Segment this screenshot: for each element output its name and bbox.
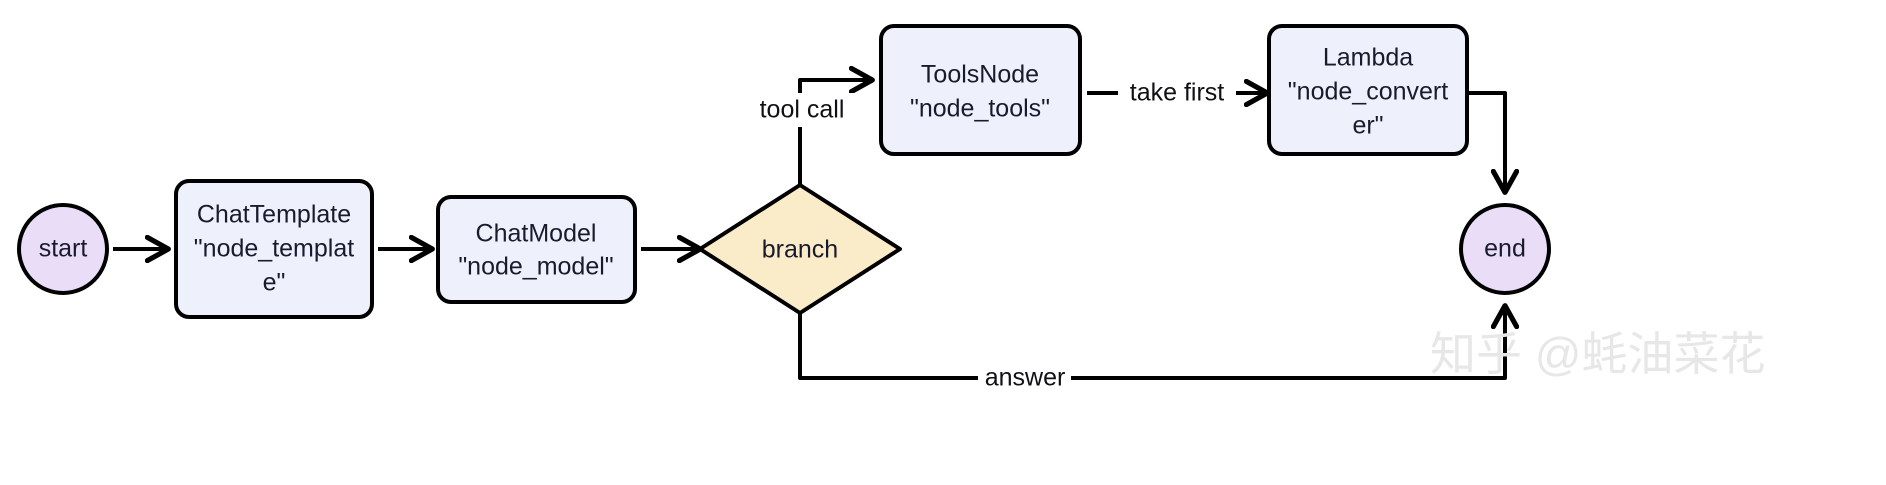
node-start-shape <box>17 203 109 295</box>
node-end-label: end <box>1484 235 1526 263</box>
node-end-shape <box>1459 203 1551 295</box>
node-chat-template[interactable]: ChatTemplate "node_templat e" <box>174 179 374 319</box>
edge-label-tool-call-group: tool call <box>748 93 856 127</box>
edge-branch-to-node-tools <box>798 80 870 187</box>
node-start-label: start <box>39 235 88 263</box>
node-converter-label-line-1: Lambda <box>1323 44 1413 72</box>
watermark-text: 知乎 @蚝油菜花 <box>1430 328 1765 380</box>
edge-label-take-first: take first <box>1130 79 1225 107</box>
node-chat-model-label-line-1: ChatModel <box>476 220 597 248</box>
node-converter-label-line-3: er" <box>1352 112 1383 140</box>
edge-label-answer-backdrop <box>978 361 1071 395</box>
node-chat-template-label-line-3: e" <box>263 269 286 297</box>
edge-label-take-first-backdrop <box>1118 76 1236 110</box>
node-converter-label-line-2: "node_convert <box>1288 78 1448 106</box>
node-branch[interactable]: branch <box>698 183 902 315</box>
edge-label-answer-group: answer <box>978 361 1071 395</box>
edge-label-tool-call-backdrop <box>748 93 856 127</box>
node-chat-model-label-line-2: "node_model" <box>458 253 613 281</box>
node-tools[interactable]: ToolsNode "node_tools" <box>879 24 1082 156</box>
node-chat-model-shape <box>436 195 637 304</box>
node-tools-label-line-2: "node_tools" <box>910 95 1050 123</box>
node-branch-label: branch <box>762 236 838 264</box>
node-converter-shape <box>1267 24 1469 156</box>
edge-label-tool-call: tool call <box>760 96 845 124</box>
node-tools-label-line-1: ToolsNode <box>921 61 1039 89</box>
node-tools-shape <box>879 24 1082 156</box>
node-converter[interactable]: Lambda "node_convert er" <box>1267 24 1469 156</box>
edge-label-take-first-group: take first <box>1118 76 1236 110</box>
edge-node-converter-to-end <box>1465 91 1505 190</box>
node-chat-model[interactable]: ChatModel "node_model" <box>436 195 637 304</box>
node-start[interactable]: start <box>17 203 109 295</box>
node-chat-template-shape <box>174 179 374 319</box>
edge-label-answer: answer <box>985 364 1066 392</box>
node-chat-template-label-line-2: "node_templat <box>194 235 354 263</box>
node-branch-shape <box>698 183 902 315</box>
node-end[interactable]: end <box>1459 203 1551 295</box>
node-chat-template-label-line-1: ChatTemplate <box>197 201 351 229</box>
edge-branch-to-end <box>798 308 1505 380</box>
